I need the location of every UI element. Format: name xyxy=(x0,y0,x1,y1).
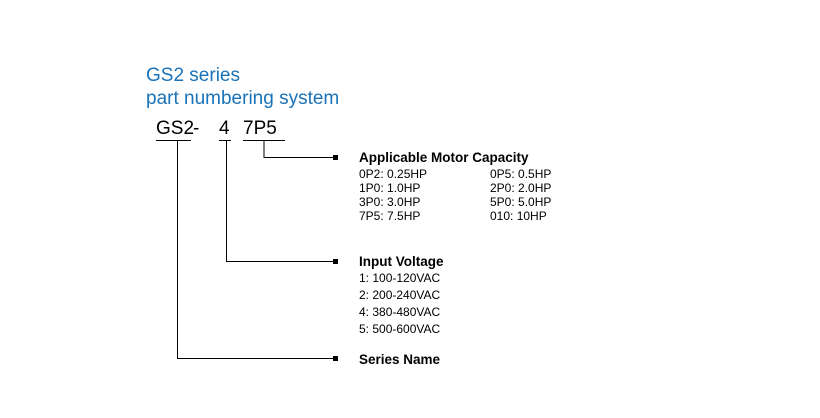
part-number-voltage: 4 xyxy=(219,118,230,139)
bullet-capacity xyxy=(333,155,338,160)
capacity-option: 5P0: 5.0HP xyxy=(490,195,552,209)
series-name-heading: Series Name xyxy=(359,352,441,367)
bullet-series xyxy=(333,356,338,361)
connector-capacity xyxy=(263,141,336,158)
connector-series xyxy=(177,141,336,359)
diagram-title-line1: GS2 series xyxy=(146,65,240,86)
diagram-title-line2: part numbering system xyxy=(146,88,340,109)
capacity-option: 010: 10HP xyxy=(490,209,547,223)
part-number-series: GS2 xyxy=(156,118,195,139)
voltage-option: 5: 500-600VAC xyxy=(359,322,441,336)
voltage-option: 2: 200-240VAC xyxy=(359,288,441,302)
voltage-option: 1: 100-120VAC xyxy=(359,271,441,285)
capacity-option: 1P0: 1.0HP xyxy=(359,181,421,195)
capacity-option: 0P5: 0.5HP xyxy=(490,167,552,181)
part-number-capacity: 7P5 xyxy=(243,118,277,139)
connector-voltage xyxy=(226,141,336,262)
capacity-option: 3P0: 3.0HP xyxy=(359,195,421,209)
motor-capacity-heading: Applicable Motor Capacity xyxy=(359,150,529,165)
capacity-option: 7P5: 7.5HP xyxy=(359,209,421,223)
capacity-option: 0P2: 0.25HP xyxy=(359,167,428,181)
bullet-voltage xyxy=(333,259,338,264)
capacity-option: 2P0: 2.0HP xyxy=(490,181,552,195)
input-voltage-heading: Input Voltage xyxy=(359,254,444,269)
part-number-dash: - xyxy=(193,118,200,139)
voltage-option: 4: 380-480VAC xyxy=(359,305,441,319)
